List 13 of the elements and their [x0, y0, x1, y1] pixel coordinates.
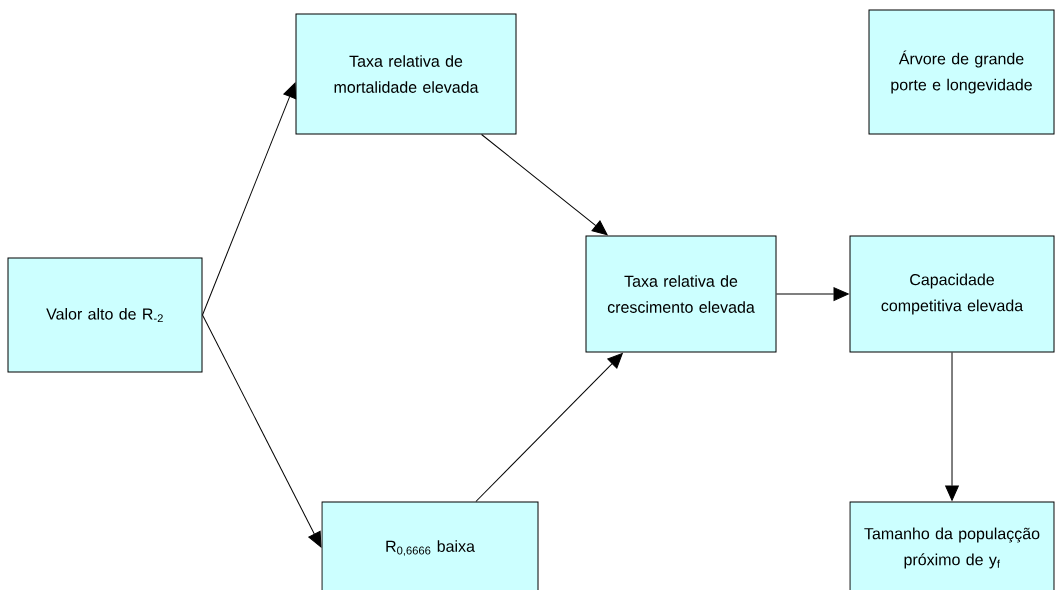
- arrow: [202, 82, 297, 316]
- arrow: [202, 314, 322, 548]
- process-box: Tamanho da populaçção próximo de y$_{f}$: [849, 501, 1055, 590]
- arrow: [475, 352, 623, 502]
- arrow: [776, 287, 849, 301]
- process-box: Árvore de grande porte e longevidade: [868, 9, 1055, 135]
- process-box: R$_{0,6666}$ baixa: [321, 501, 539, 590]
- process-box: Capacidade competitiva elevada: [849, 235, 1055, 353]
- process-box: Valor alto de R$_{-2}$: [7, 257, 203, 373]
- arrow: [481, 134, 608, 236]
- process-box: Taxa relativa de crescimento elevada: [585, 235, 777, 353]
- process-box: Taxa relativa de mortalidade elevada: [295, 13, 517, 135]
- arrow: [945, 352, 959, 501]
